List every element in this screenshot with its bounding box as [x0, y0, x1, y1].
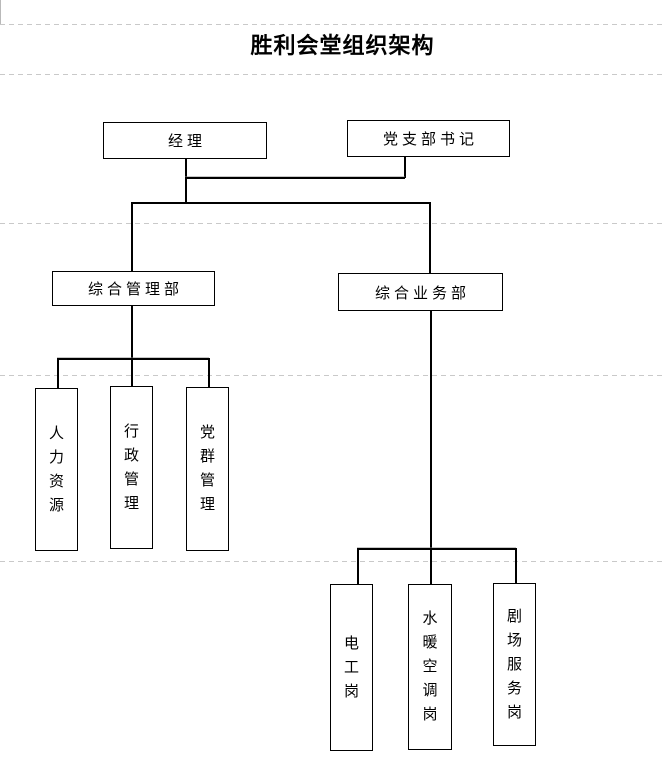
org-node-label: 综合管理部 — [87, 282, 183, 298]
connector-line — [57, 358, 59, 389]
connector-line — [404, 156, 406, 178]
grid-line — [0, 74, 665, 75]
org-node-theater-service-post: 剧场服务岗 — [493, 583, 536, 746]
org-node-label: 经理 — [167, 134, 206, 150]
org-node-human-resources: 人力资源 — [35, 388, 78, 551]
connector-line — [131, 202, 431, 204]
org-node-hvac-post: 水暖空调岗 — [408, 584, 452, 750]
org-node-general-business-dept: 综合业务部 — [338, 273, 503, 311]
org-node-label: 党支部书记 — [382, 132, 478, 148]
org-node-label: 水暖空调岗 — [422, 611, 438, 723]
connector-line — [357, 548, 516, 550]
connector-line — [430, 548, 432, 585]
org-node-party-secretary: 党支部书记 — [347, 120, 510, 157]
org-node-general-management-dept: 综合管理部 — [52, 271, 215, 306]
connector-line — [208, 358, 210, 389]
connector-line — [57, 358, 209, 360]
org-node-label: 党群管理 — [199, 425, 215, 513]
connector-line — [429, 202, 431, 275]
org-node-administration: 行政管理 — [110, 386, 153, 549]
connector-line — [515, 548, 517, 584]
connector-line — [131, 305, 133, 359]
org-node-label: 行政管理 — [123, 423, 139, 512]
org-node-label: 剧场服务岗 — [506, 608, 522, 721]
connector-line — [131, 202, 133, 273]
org-node-party-mass: 党群管理 — [186, 387, 229, 551]
grid-line — [0, 375, 665, 376]
org-node-label: 人力资源 — [48, 425, 64, 514]
grid-line — [0, 223, 665, 224]
org-node-manager: 经理 — [103, 122, 267, 159]
org-node-label: 综合业务部 — [374, 285, 470, 302]
connector-line — [357, 548, 359, 585]
grid-line — [0, 24, 665, 25]
grid-corner-tick — [0, 0, 1, 24]
grid-line — [0, 561, 665, 562]
page-title: 胜利会堂组织架构 — [250, 33, 435, 58]
connector-line — [131, 358, 133, 387]
connector-line — [185, 158, 187, 203]
org-node-electrician-post: 电工岗 — [330, 584, 373, 751]
connector-line — [185, 177, 405, 179]
connector-line — [430, 310, 432, 549]
org-node-label: 电工岗 — [343, 635, 359, 700]
